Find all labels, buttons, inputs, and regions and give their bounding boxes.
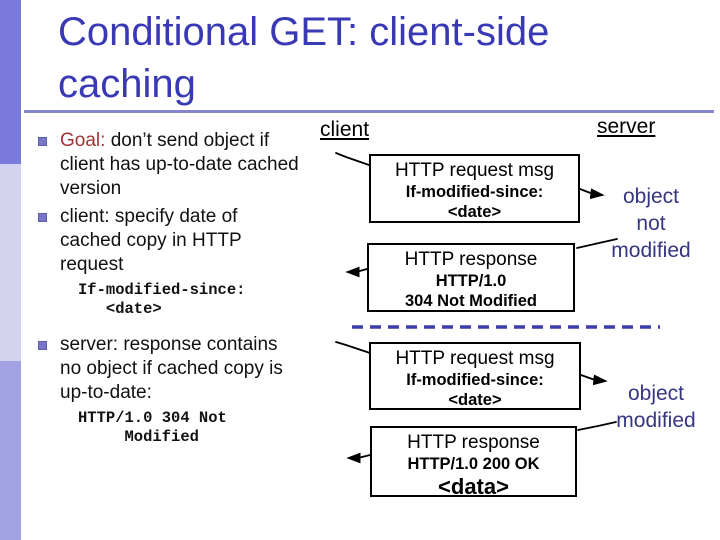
square-bullet-icon [38,213,47,222]
client-label: client [320,118,370,141]
http-request-box-2: HTTP request msg If-modified-since: <dat… [369,342,581,410]
response1-to-client-arrow [345,266,368,278]
server-label: server [597,115,656,138]
code-if-modified-since: If-modified-since: <date> [78,281,246,318]
msg-line: HTTP/1.0 200 OK [407,455,540,473]
accent-bar-middle [0,164,21,361]
msg-line: <date> [448,391,502,409]
note-object-modified: object modified [616,382,696,432]
msg-line: HTTP response [404,249,538,270]
msg-line: HTTP request msg [395,348,555,369]
msg-line: HTTP request msg [394,160,555,181]
goal-label: Goal: [60,130,106,151]
bullet-server-text: server: response contains no object if c… [60,334,283,403]
note-object-not-modified: object not modified [611,185,691,262]
msg-line: If-modified-since: [406,371,544,389]
accent-bar-top [0,0,21,164]
request1-to-server-arrow [579,188,605,200]
http-response-box-1: HTTP response HTTP/1.0 304 Not Modified [367,243,575,312]
msg-line: HTTP response [407,432,540,453]
bullet-client: client: specify date of cached copy in H… [38,205,338,277]
slide-title: Conditional GET: client-side caching [58,10,550,106]
msg-line: If-modified-since: [405,183,544,201]
square-bullet-icon [38,341,47,350]
http-response-box-2: HTTP response HTTP/1.0 200 OK <data> [370,426,577,499]
request1-from-client-line [335,152,370,166]
msg-line: HTTP/1.0 [435,272,507,290]
bullet-goal-text: Goal: don’t send object if client has up… [60,129,302,201]
code-304-not-modified: HTTP/1.0 304 Not Modified [78,409,227,446]
accent-bar-bottom [0,361,21,540]
bullet-list: Goal: don’t send object if client has up… [38,129,338,461]
title-underline [24,110,714,113]
goal-body: don’t send object if client has up-to-da… [60,130,299,199]
request2-from-client-line [335,341,371,354]
msg-line: 304 Not Modified [404,292,537,310]
square-bullet-icon [38,137,47,146]
bullet-client-text: client: specify date of cached copy in H… [60,206,242,275]
msg-line: <date> [447,203,502,221]
request2-to-server-arrow [580,374,608,386]
msg-line: <data> [438,474,509,499]
bullet-server: server: response contains no object if c… [38,333,338,405]
response2-to-client-arrow [346,452,371,464]
bullet-goal: Goal: don’t send object if client has up… [38,129,338,201]
http-request-box-1: HTTP request msg If-modified-since: <dat… [369,154,580,223]
